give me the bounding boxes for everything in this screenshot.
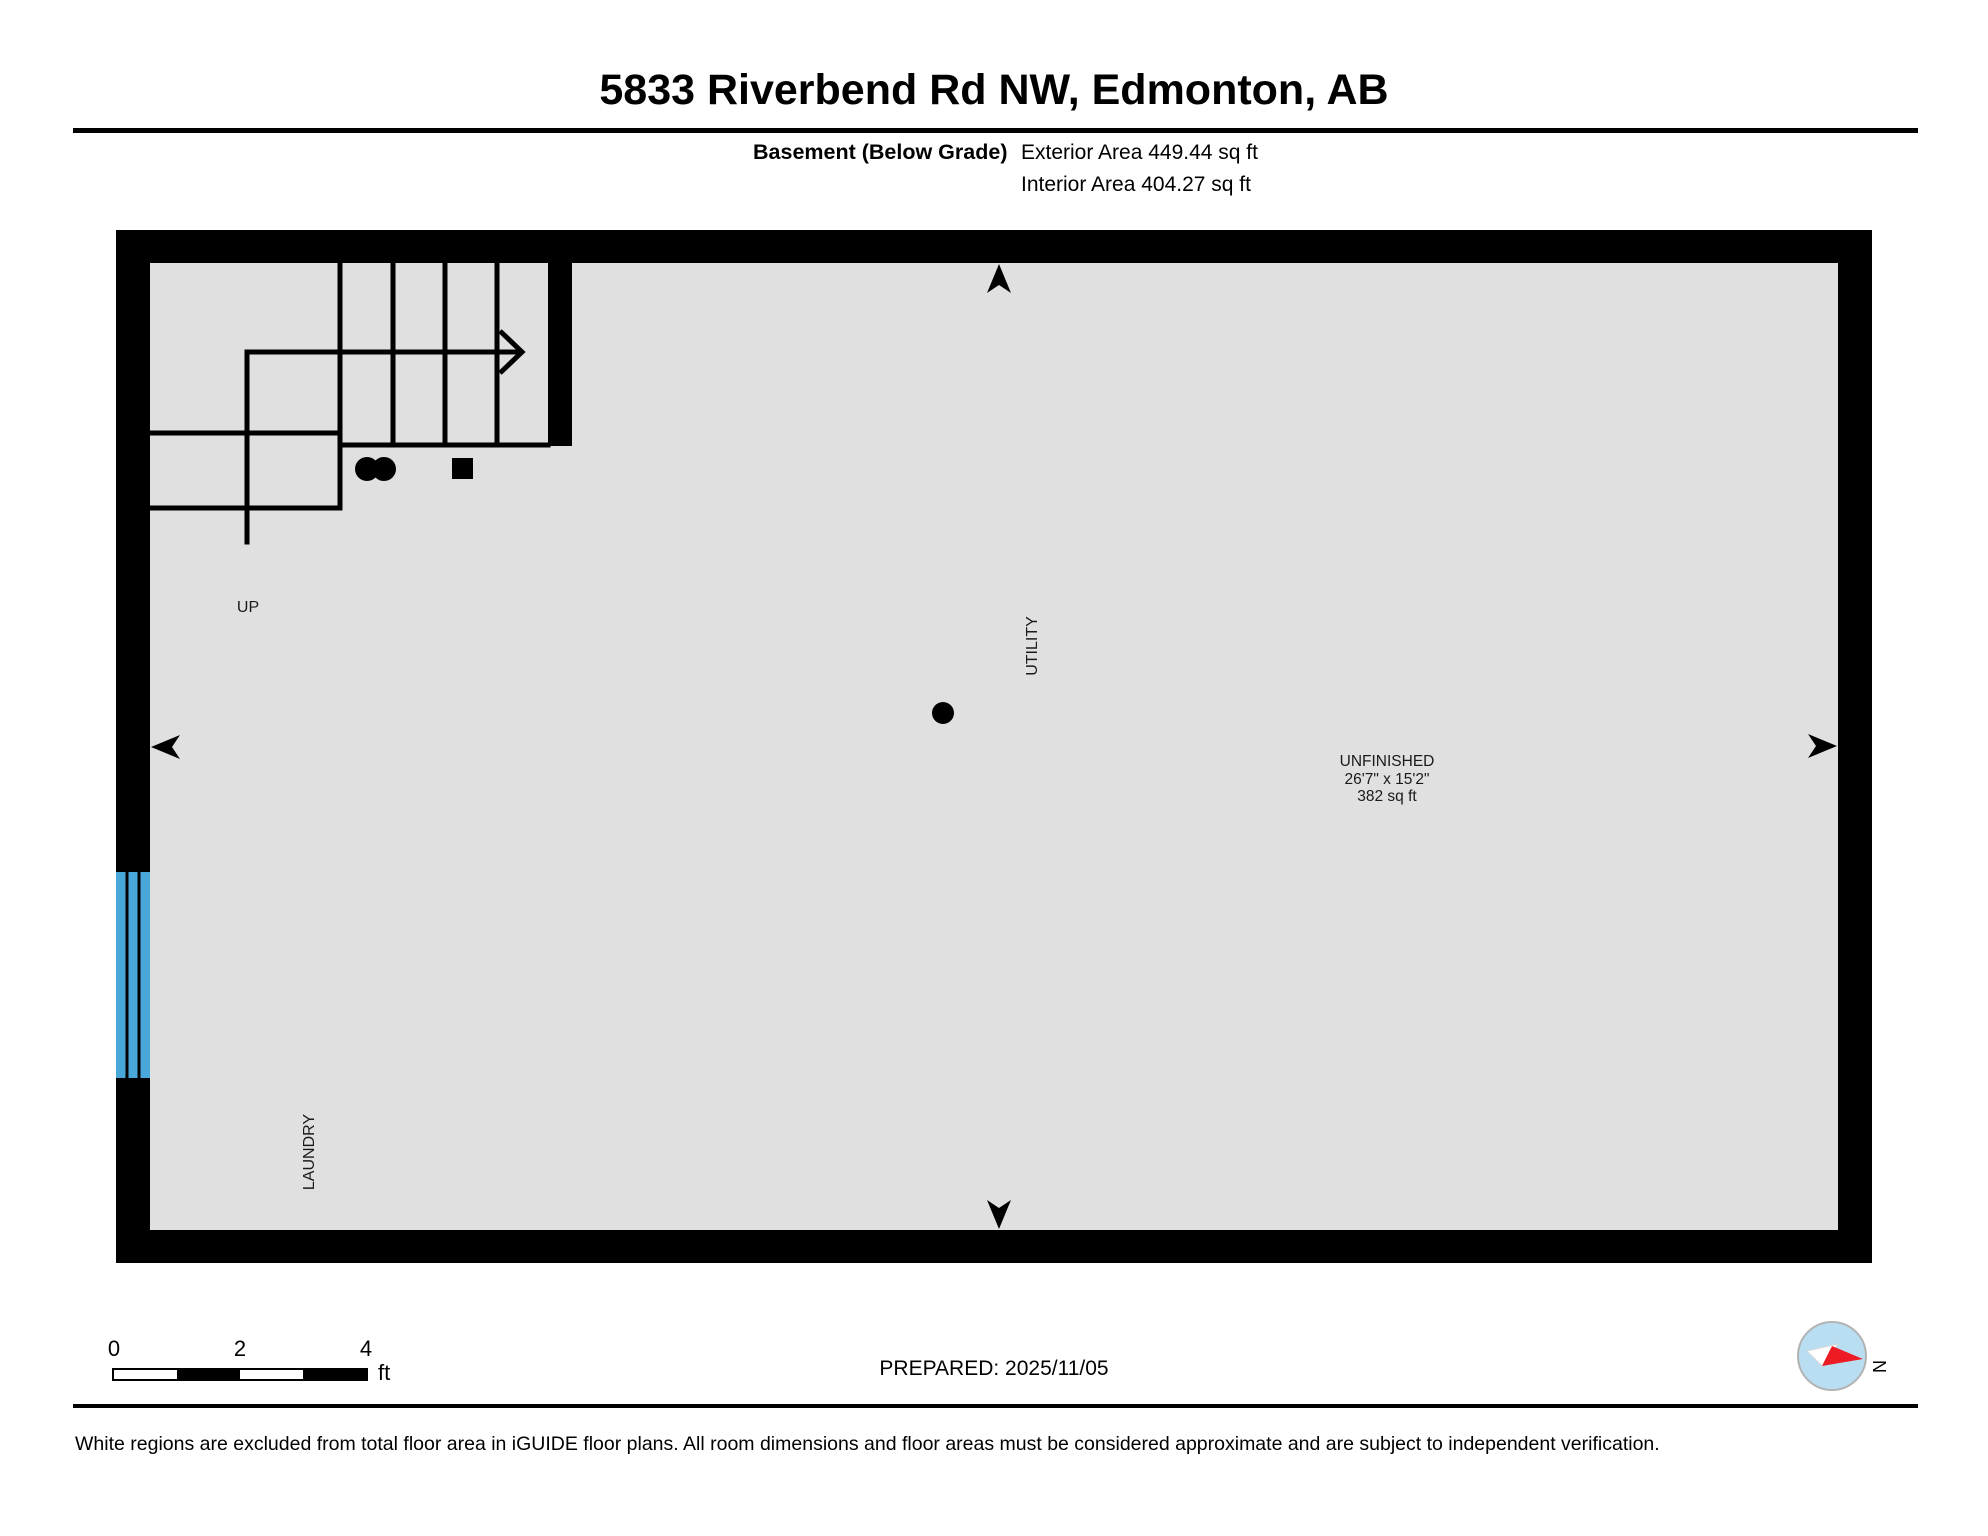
- interior-floor: [150, 263, 1838, 1230]
- floor-label: Basement (Below Grade): [753, 140, 1008, 164]
- compass-north-label: N: [1869, 1360, 1889, 1373]
- compass-icon: [1797, 1321, 1867, 1391]
- stair-stub-wall: [548, 263, 572, 446]
- measure-arrow-down-icon: [987, 1200, 1011, 1229]
- staircase: [147, 260, 551, 545]
- scale-tick-0: 0: [107, 1336, 121, 1361]
- furnace-dot: [932, 702, 954, 724]
- measure-arrow-left-icon: [151, 735, 180, 759]
- measure-arrow-right-icon: [1808, 734, 1837, 758]
- fixture-square: [452, 458, 473, 479]
- scale-segment: [240, 1370, 303, 1379]
- stair-direction-arrow: [498, 329, 526, 375]
- page-title: 5833 Riverbend Rd NW, Edmonton, AB: [599, 66, 1389, 114]
- room-dimensions: 26'7" x 15'2": [1344, 770, 1430, 788]
- fixture-dot: [372, 457, 396, 481]
- scale-tick-2: 2: [233, 1336, 247, 1361]
- window-glass: [116, 872, 150, 1078]
- footer-divider: [73, 1404, 1918, 1408]
- exterior-area: Exterior Area 449.44 sq ft: [1021, 141, 1258, 164]
- interior-area: Interior Area 404.27 sq ft: [1021, 173, 1251, 196]
- measure-arrow-up-icon: [987, 264, 1011, 293]
- scale-tick-4: 4: [359, 1336, 373, 1361]
- window: [116, 872, 150, 1078]
- header-divider: [73, 128, 1918, 133]
- up-label: UP: [236, 599, 260, 616]
- scale-bar: [112, 1368, 368, 1381]
- compass-needle-red: [1822, 1346, 1863, 1366]
- room-area: 382 sq ft: [1357, 788, 1417, 805]
- laundry-label: LAUNDRY: [301, 1113, 318, 1191]
- floor-plan-drawing: [116, 230, 1872, 1263]
- room-info: UNFINISHED 26'7" x 15'2" 382 sq ft: [1340, 753, 1435, 806]
- scale-segment: [303, 1370, 366, 1379]
- scale-segment: [177, 1370, 240, 1379]
- room-name: UNFINISHED: [1339, 753, 1435, 770]
- scale-unit: ft: [378, 1360, 391, 1385]
- fixture-dot: [355, 457, 379, 481]
- utility-label: UTILITY: [1024, 616, 1041, 676]
- disclaimer-text: White regions are excluded from total fl…: [75, 1433, 1660, 1455]
- scale-segment: [114, 1370, 177, 1379]
- prepared-date: PREPARED: 2025/11/05: [879, 1357, 1109, 1380]
